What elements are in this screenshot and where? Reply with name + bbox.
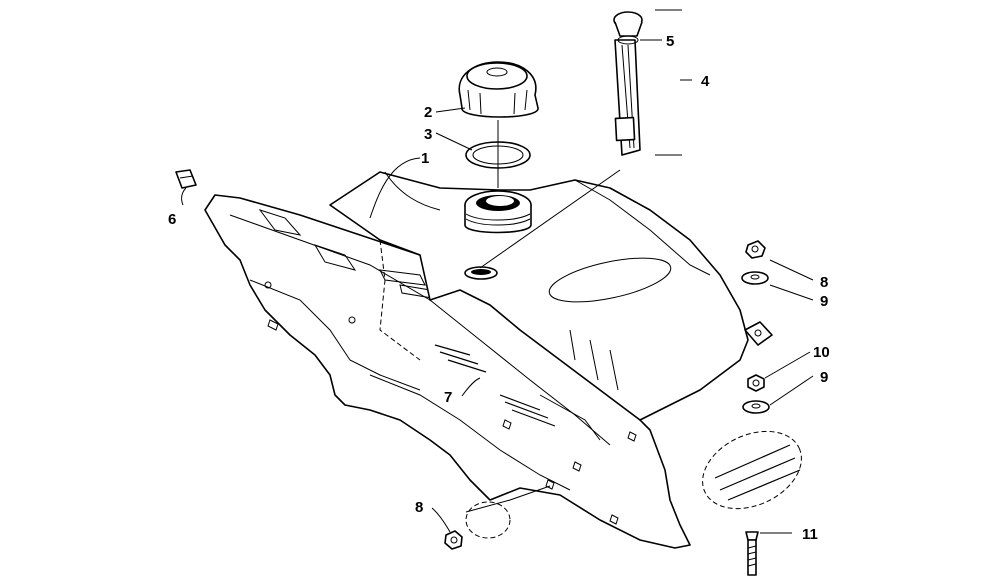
part-10-nut[interactable]	[747, 374, 765, 392]
callout-10: 10	[813, 344, 830, 361]
callout-6: 6	[168, 211, 176, 228]
callout-2: 2	[424, 104, 432, 121]
callout-7: 7	[444, 389, 452, 406]
callout-8-upper: 8	[820, 274, 828, 291]
part-6-clip[interactable]	[175, 169, 197, 189]
leader-lines	[181, 9, 814, 534]
callout-11: 11	[802, 526, 818, 543]
callout-5: 5	[666, 33, 674, 50]
part-9-washer-lower[interactable]	[742, 400, 770, 414]
callout-9-lower: 9	[820, 369, 828, 386]
part-8-nut-lower[interactable]	[444, 530, 463, 550]
part-4-fuel-sender[interactable]	[614, 39, 641, 156]
dashed-grommet	[465, 501, 511, 539]
callout-labels: 1 2 3 4 5 6 7 8 9 10 9 8 11	[168, 33, 830, 543]
callout-9-upper: 9	[820, 293, 828, 310]
part-8-nut-upper[interactable]	[745, 240, 766, 259]
callout-8-lower: 8	[415, 499, 423, 516]
part-2-fuel-cap[interactable]	[458, 61, 539, 118]
dashed-tank-outline	[379, 239, 421, 361]
part-5-sender-cap[interactable]	[613, 11, 643, 45]
callout-3: 3	[424, 126, 432, 143]
callout-4: 4	[701, 73, 710, 90]
part-1-fuel-tank[interactable]	[329, 171, 773, 421]
callout-1: 1	[421, 150, 429, 167]
part-11-bolt[interactable]	[745, 531, 759, 576]
part-9-washer-upper[interactable]	[741, 271, 769, 285]
dashed-mount-plate	[702, 430, 802, 510]
